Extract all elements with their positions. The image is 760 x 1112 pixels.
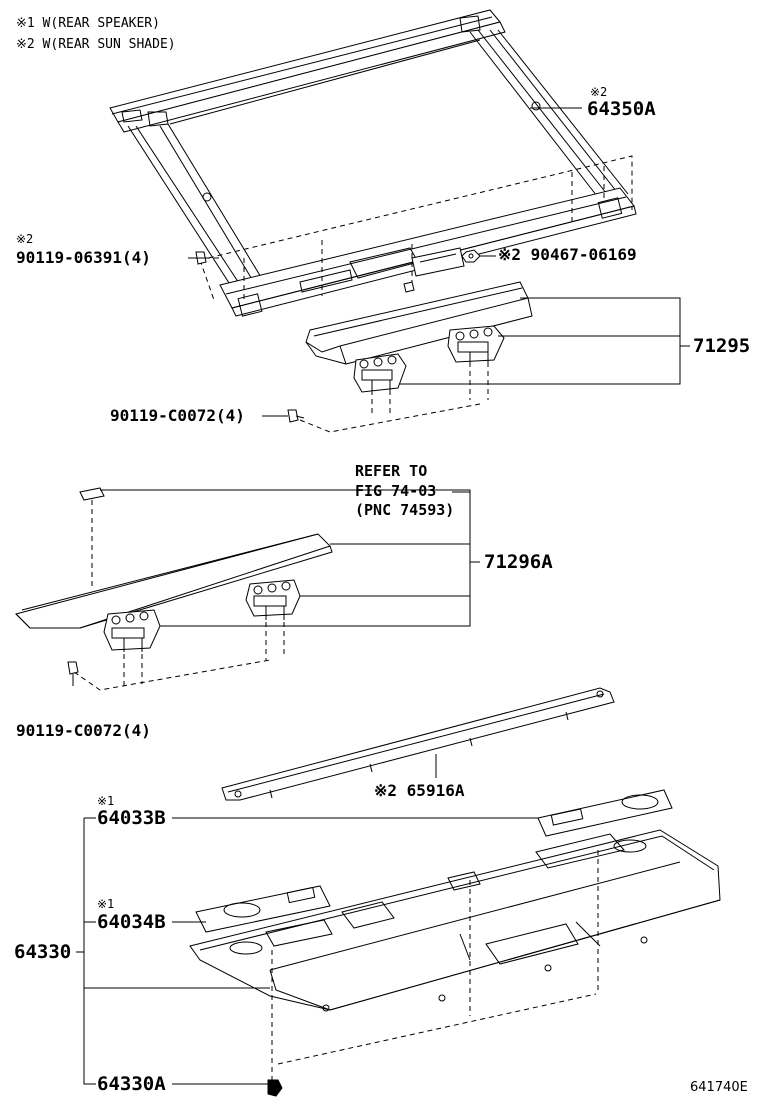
frame-fastener-icon [404,282,414,292]
screw-90119-c0072-lower-icon [68,662,78,686]
refer-line-1: REFER TO [355,462,428,480]
part-71295: 71295 [693,335,751,357]
dashed-guides-bottom [272,850,598,1080]
mark-90119-06391: ※2 [16,232,34,246]
lamp-71296a [16,534,332,652]
part-64033b: 64033B [97,807,166,829]
part-64034b: 64034B [97,911,166,933]
screw-90119-c0072-upper-icon [288,410,304,422]
part-90119-06391: 90119-06391(4) [16,248,151,267]
part-90467-06169: ※2 90467-06169 [498,245,637,264]
part-65916a: ※2 65916A [374,781,465,800]
note-rear-speaker: ※1 W(REAR SPEAKER) [16,16,160,31]
mark-64033b: ※1 [97,794,115,808]
part-64350a: 64350A [587,98,656,120]
sun-shade-frame [110,10,636,316]
dashed-guides-middle [74,500,284,690]
leader-lines [76,108,690,1084]
clip-64330a-icon [268,1080,282,1096]
part-90119-c0072-upper: 90119-C0072(4) [110,406,245,425]
lamp-71295 [306,282,532,392]
mark-64350a: ※2 [590,85,608,99]
mark-64034b: ※1 [97,897,115,911]
refer-line-2: FIG 74-03 [355,482,437,500]
refer-line-3: (PNC 74593) [355,501,455,519]
speaker-cover-64033b [538,790,672,836]
part-71296a: 71296A [484,551,553,573]
sun-shade-cap-icon [80,488,104,500]
trim-strip-65916a [222,688,614,800]
part-90119-c0072-lower: 90119-C0072(4) [16,721,151,740]
part-64330a: 64330A [97,1073,166,1095]
part-64330: 64330 [14,941,72,963]
dashed-guides-top [196,156,632,432]
note-rear-sun-shade: ※2 W(REAR SUN SHADE) [16,37,176,52]
figure-code: 641740E [690,1080,748,1095]
speaker-cover-64034b [196,886,330,932]
package-tray-64330 [190,830,720,1011]
nut-90467-06169-icon [462,250,480,262]
